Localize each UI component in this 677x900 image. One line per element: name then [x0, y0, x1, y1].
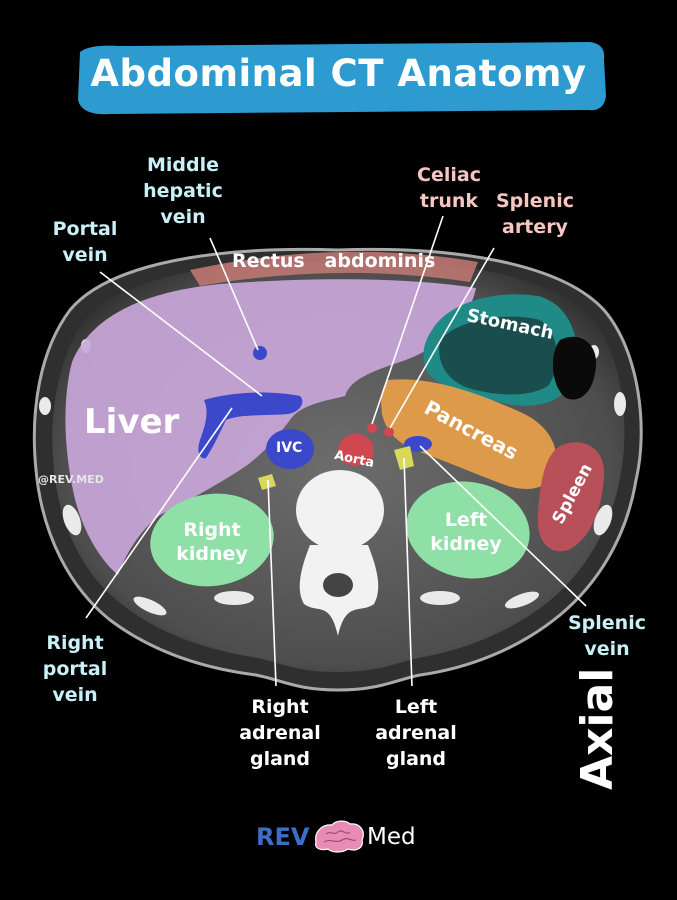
- stomach-lumen: [439, 316, 558, 395]
- organ-left-kidney: Left kidney: [426, 508, 506, 556]
- pancreas: [381, 379, 557, 489]
- leader-lines: [85, 215, 587, 687]
- organ-right-kidney-line2: kidney: [176, 543, 248, 565]
- label-right-adrenal-gland: Right adrenal gland: [239, 696, 321, 770]
- logo-med: Med: [367, 824, 416, 850]
- label-middle-hepatic-vein: Middle hepatic vein: [143, 154, 223, 228]
- label-splenic-vein: Splenic vein: [568, 612, 646, 660]
- organ-right-kidney-line1: Right: [183, 519, 241, 541]
- organ-left-kidney-line1: Left: [444, 509, 488, 531]
- bowel-gas: [552, 336, 597, 400]
- rectus-abdominis: [190, 251, 478, 286]
- brain-logo-icon: [315, 820, 364, 853]
- label-left-adrenal-gland: Left adrenal gland: [375, 696, 457, 770]
- view-label: Axial: [572, 667, 623, 790]
- splenic-vein-shape: [404, 436, 432, 452]
- ribs: [39, 339, 626, 616]
- organ-left-kidney-line2: kidney: [430, 533, 502, 555]
- organ-rectus-abdominis: Rectus abdominis: [232, 250, 436, 272]
- portal-vein-shape: [198, 392, 303, 459]
- label-right-portal-vein: Right portal vein: [42, 632, 108, 706]
- logo-rev: REV: [256, 823, 310, 851]
- organ-ivc: IVC: [276, 440, 303, 456]
- page-title: Abdominal CT Anatomy: [90, 52, 587, 95]
- left-kidney-shape: [406, 481, 530, 579]
- right-adrenal-shape: [258, 474, 276, 490]
- middle-hepatic-vein-dot: [253, 346, 267, 360]
- label-celiac-trunk: Celiac trunk: [417, 164, 481, 212]
- title-banner: [78, 42, 606, 115]
- splenic-artery-dot: [384, 427, 394, 437]
- watermark: @REV.MED: [38, 473, 104, 486]
- label-portal-vein: Portal vein: [52, 218, 118, 266]
- spleen: [537, 442, 605, 552]
- celiac-trunk-dot: [367, 423, 377, 433]
- label-splenic-artery: Splenic artery: [496, 190, 574, 238]
- organ-liver: Liver: [84, 402, 180, 442]
- right-kidney-shape: [150, 493, 274, 587]
- organ-right-kidney: Right kidney: [172, 518, 252, 566]
- ivc-shape: [266, 429, 314, 469]
- aorta-shape: [338, 434, 374, 466]
